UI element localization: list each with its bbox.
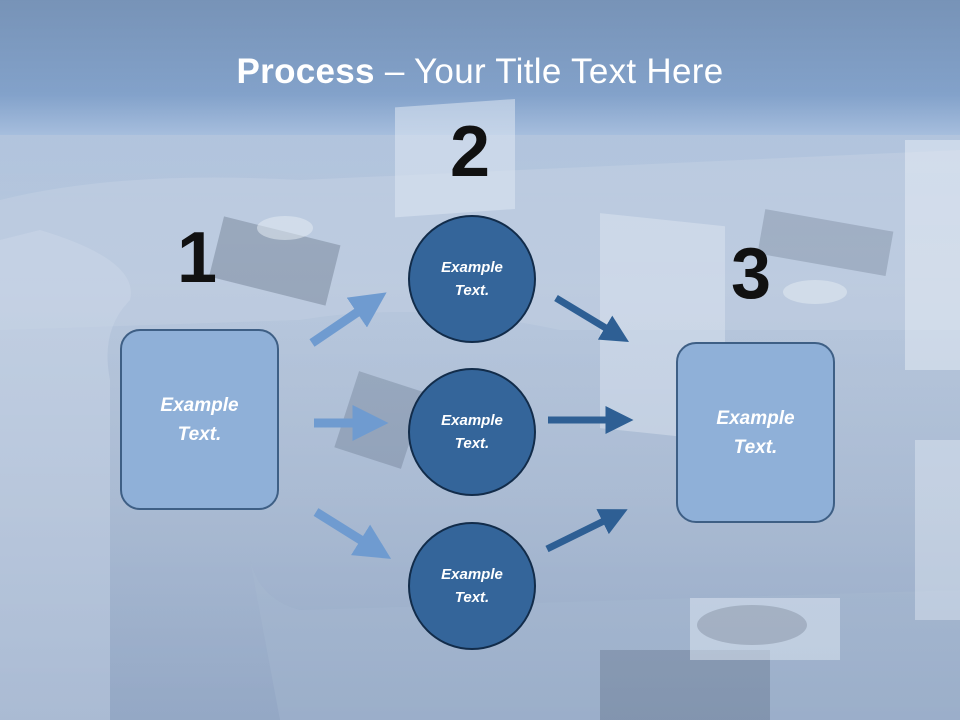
circle-middle-line2: Text. — [454, 435, 490, 452]
title-bold: Process — [236, 52, 375, 91]
circle-middle-line1: Example — [441, 412, 503, 429]
step-1-text-line2: Text. — [177, 423, 222, 445]
step-1-box: Example Text. — [120, 329, 279, 510]
arrow-to-circle-top — [309, 292, 387, 347]
step-1-text: Example Text. — [160, 391, 238, 449]
circle-top-line1: Example — [441, 259, 503, 276]
step-3-text: Example Text. — [716, 404, 794, 462]
step-3-text-line1: Example — [716, 407, 795, 429]
step-3-text-line2: Text. — [733, 436, 778, 458]
circle-top-line2: Text. — [454, 282, 490, 299]
step-number-3: 3 — [731, 234, 772, 314]
step-number-2: 2 — [450, 112, 491, 192]
arrow-from-circle-bottom — [545, 509, 628, 553]
title-rest: – Your Title Text Here — [374, 52, 724, 91]
arrow-from-circle-top — [554, 295, 629, 343]
step-1-text-line1: Example — [160, 394, 239, 416]
circle-bottom-line2: Text. — [454, 589, 490, 606]
arrow-to-circle-bottom — [313, 508, 392, 559]
step-2-circle-middle: Example Text. — [408, 368, 536, 496]
step-3-box: Example Text. — [676, 342, 835, 523]
step-2-circle-bottom: Example Text. — [408, 522, 536, 650]
circle-bottom-line1: Example — [441, 566, 503, 583]
step-2-circle-top: Example Text. — [408, 215, 536, 343]
slide-title: Process – Your Title Text Here — [0, 52, 960, 92]
step-number-1: 1 — [177, 218, 218, 298]
